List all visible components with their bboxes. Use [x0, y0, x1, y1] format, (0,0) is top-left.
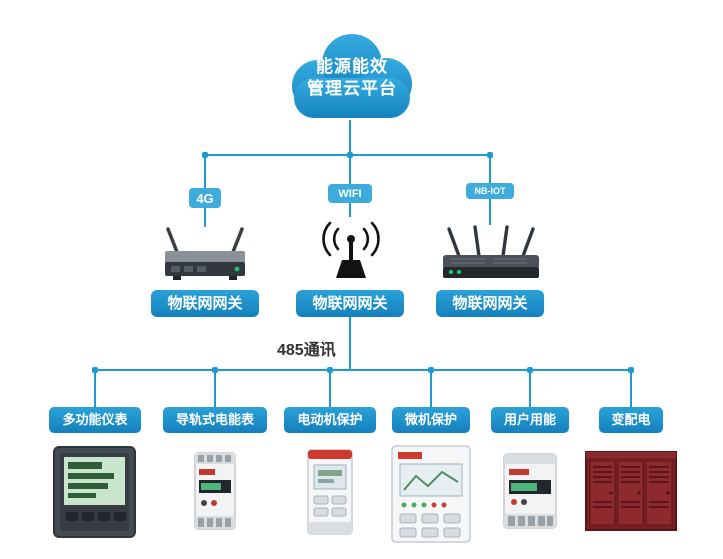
connector-cloud-to-bus — [349, 120, 351, 155]
drop-line-3 — [329, 370, 331, 408]
badge-nbiot: NB-IOT — [466, 183, 514, 199]
drop-line-2 — [214, 370, 216, 408]
device-label-din-rail-meter: 导轨式电能表 — [163, 407, 267, 433]
micro-protection-icon — [386, 442, 476, 547]
router-nbiot-icon — [431, 224, 551, 288]
gateway-label-nbiot: 物联网网关 — [436, 290, 544, 317]
motor-protection-icon — [299, 446, 361, 538]
drop-line-5 — [529, 370, 531, 408]
device-label-micro-protection: 微机保护 — [392, 407, 470, 433]
badge-wifi: WIFI — [328, 184, 372, 203]
device-label-motor-protection: 电动机保护 — [284, 407, 376, 433]
router-4g-icon — [155, 224, 255, 286]
device-label-distribution: 变配电 — [599, 407, 663, 433]
cloud-icon — [292, 34, 412, 118]
distribution-cabinet-icon — [581, 446, 681, 538]
device-bus-line — [94, 369, 632, 371]
drop-line-4 — [430, 370, 432, 408]
device-label-multifunction-meter: 多功能仪表 — [49, 407, 141, 433]
cloud-title: 能源能效 管理云平台 — [278, 56, 426, 100]
multifunction-meter-icon — [47, 444, 142, 544]
wifi-antenna-icon — [311, 218, 391, 284]
device-label-user-energy: 用户用能 — [491, 407, 569, 433]
gateway-label-wifi: 物联网网关 — [296, 290, 404, 317]
cloud-shape: 能源能效 管理云平台 — [278, 30, 426, 124]
connector-gateway-to-485bus — [349, 317, 351, 370]
energy-meter-icon — [494, 450, 566, 532]
drop-line-6 — [630, 370, 632, 408]
drop-line-1 — [94, 370, 96, 408]
din-rail-meter-icon — [180, 448, 250, 536]
cloud-title-line1: 能源能效 — [316, 57, 388, 76]
bus-485-label: 485通讯 — [277, 342, 336, 359]
gateway-label-4g: 物联网网关 — [151, 290, 259, 317]
cloud-title-line2: 管理云平台 — [307, 79, 397, 98]
badge-4g: 4G — [189, 188, 221, 208]
